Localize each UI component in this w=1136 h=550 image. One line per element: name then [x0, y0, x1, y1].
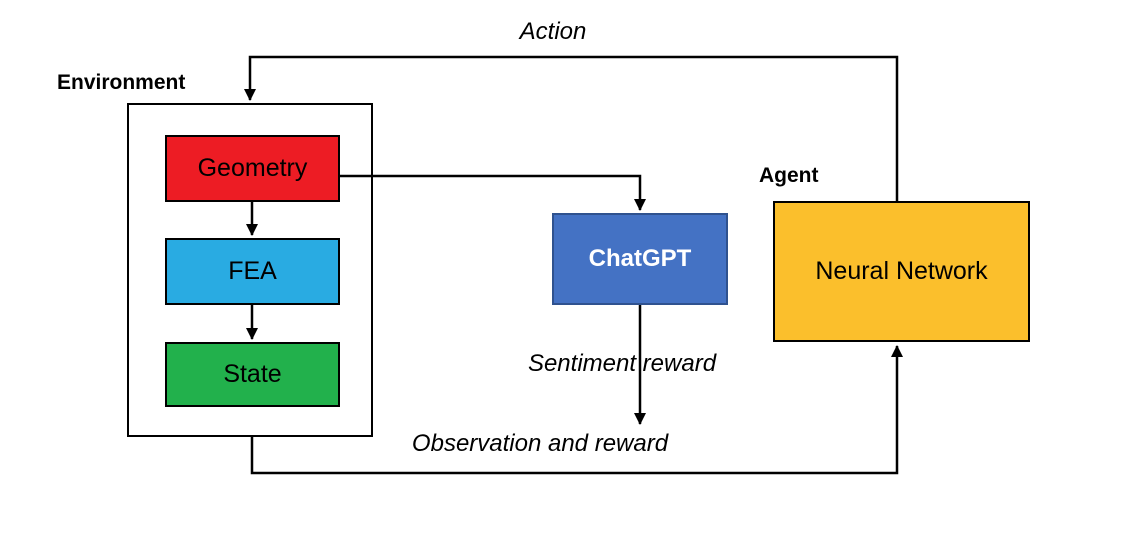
sentiment-reward-label: Sentiment reward: [527, 350, 717, 377]
state-node: State: [165, 342, 340, 407]
chatgpt-node: ChatGPT: [552, 213, 728, 305]
action-label: Action: [519, 18, 587, 45]
chatgpt-label: ChatGPT: [588, 245, 692, 272]
geometry-label: Geometry: [197, 154, 308, 182]
observation-reward-label: Observation and reward: [411, 430, 669, 457]
fea-label: FEA: [228, 257, 277, 285]
fea-node: FEA: [165, 238, 340, 305]
neural-network-node: Neural Network: [773, 201, 1030, 342]
neural-network-label: Neural Network: [815, 257, 988, 285]
state-label: State: [223, 360, 282, 388]
environment-label: Environment: [57, 71, 186, 94]
geometry-node: Geometry: [165, 135, 340, 202]
environment-group-box: [127, 103, 373, 437]
geometry-to-chatgpt-connector: [340, 174, 646, 211]
agent-label: Agent: [759, 164, 819, 187]
